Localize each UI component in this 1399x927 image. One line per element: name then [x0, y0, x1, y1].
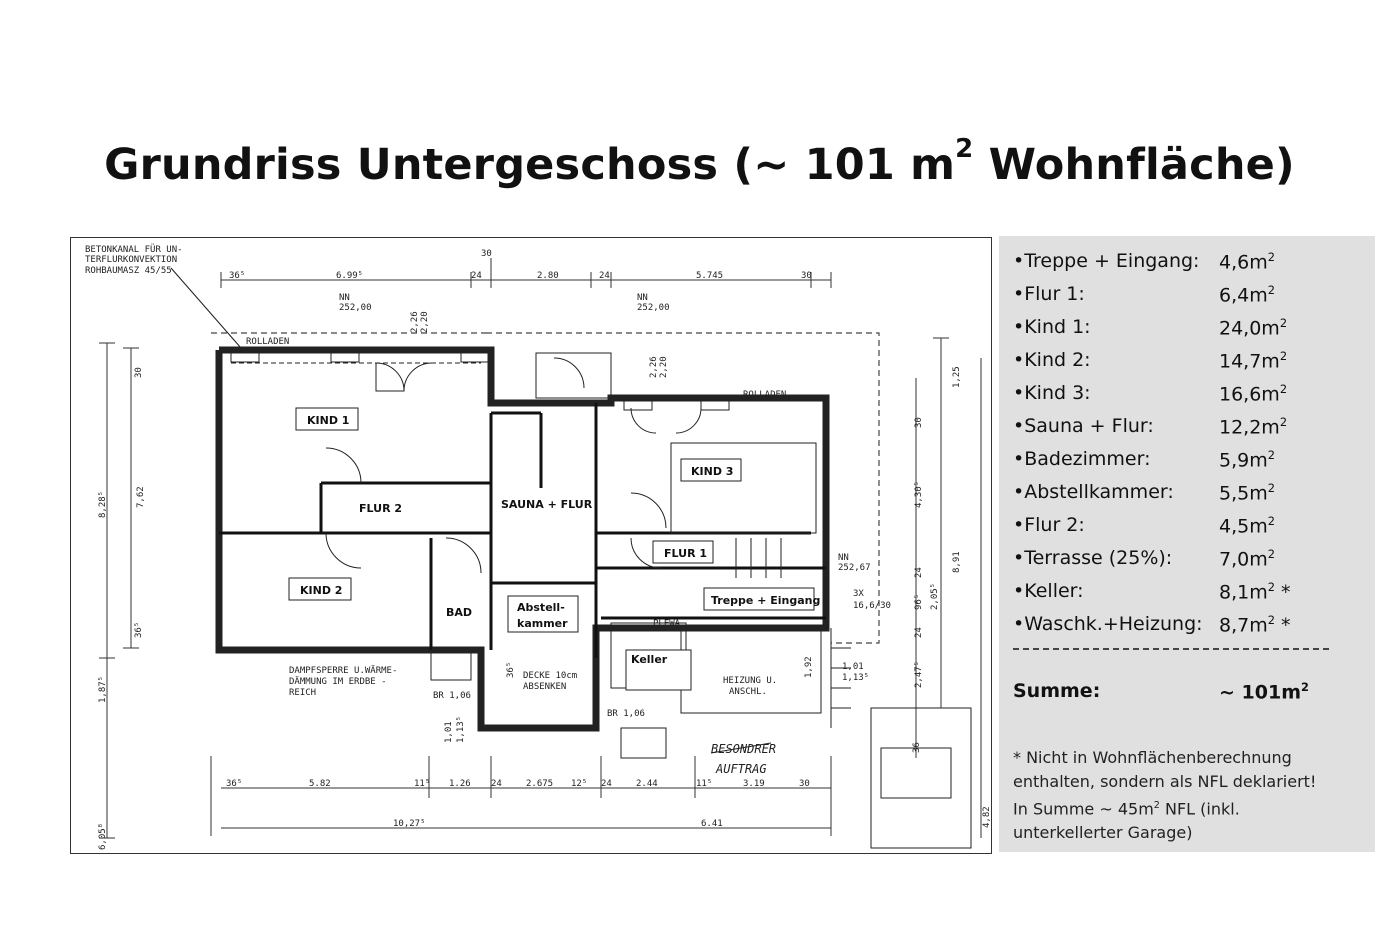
dim-right-7: 2,05⁵ — [930, 583, 940, 610]
rolladen-label-1: ROLLADEN — [246, 337, 289, 347]
dim-top-4: 2.80 — [537, 271, 559, 281]
room-sauna-flur: SAUNA + FLUR — [501, 498, 593, 511]
dim-bottom-10: 11⁵ — [696, 779, 712, 789]
heizung-note-1: HEIZUNG U. — [723, 676, 777, 686]
dim-right-11: 4,82 — [982, 806, 991, 828]
area-panel: •Treppe + Eingang:4,6m2 •Flur 1:6,4m2 •K… — [999, 236, 1375, 852]
dim-right-8: 24 — [914, 627, 924, 638]
plan-note-1: BETONKANAL FÜR UN- — [85, 244, 183, 255]
dim-misc-10: 36⁵ — [506, 662, 516, 678]
dim-misc-1: 2,26 — [410, 311, 420, 333]
dim-bottom-8: 24 — [601, 779, 612, 789]
nn-label-2: NN — [637, 293, 648, 303]
room-kind3: KIND 3 — [691, 465, 733, 478]
dim-bottom-6: 2.675 — [526, 779, 553, 789]
room-kind1: KIND 1 — [307, 414, 349, 427]
dampf-note-3: REICH — [289, 688, 316, 698]
floor-plan: BETONKANAL FÜR UN- TERFLURKONVEKTION ROH… — [70, 237, 992, 854]
dim-right-1: 1,25 — [952, 366, 962, 388]
heizung-note-2: ANSCHL. — [729, 687, 767, 697]
dim-top-2: 6.99⁵ — [336, 271, 363, 281]
room-kind2: KIND 2 — [300, 584, 342, 597]
br-label-1: BR 1,06 — [433, 691, 471, 701]
stair-label-2: 16,6/30 — [853, 601, 891, 611]
room-bad: BAD — [446, 606, 472, 619]
room-flur1: FLUR 1 — [664, 547, 707, 560]
dim-top-8: 30 — [481, 249, 492, 259]
nn-value-1: 252,00 — [339, 303, 372, 313]
dim-misc-5: 1,01 — [444, 721, 454, 743]
dim-left-1: 30 — [134, 367, 144, 378]
dim-misc-7: 1,01 — [842, 662, 864, 672]
dim-left-4: 36⁵ — [134, 622, 144, 638]
dim-bottom-1: 36⁵ — [226, 779, 242, 789]
dim-bottom-12: 30 — [799, 779, 810, 789]
dim-right-10: 36 — [912, 742, 922, 753]
dim-misc-6: 1,13⁵ — [456, 716, 466, 743]
dim-bottom-5: 24 — [491, 779, 502, 789]
stair-label: 3X — [853, 589, 864, 599]
handwritten-note-1: BESONDRER — [711, 742, 776, 756]
page-title: Grundriss Untergeschoss (~ 101 m2 Wohnfl… — [104, 134, 1295, 190]
dim-bottom-3: 11⁵ — [414, 779, 430, 789]
room-treppe-eingang: Treppe + Eingang — [711, 594, 820, 607]
dim-top-6: 5.745 — [696, 271, 723, 281]
dim-right-5: 24 — [914, 567, 924, 578]
dim-right-4: 8,91 — [952, 551, 962, 573]
room-flur2: FLUR 2 — [359, 502, 402, 515]
decke-note-2: ABSENKEN — [523, 682, 566, 692]
floor-plan-drawing: BETONKANAL FÜR UN- TERFLURKONVEKTION ROH… — [85, 244, 991, 850]
dampf-note-1: DAMPFSPERRE U.WÄRME- — [289, 665, 397, 676]
dim-left-5: 1,87⁵ — [98, 676, 108, 703]
dim-bottom-4: 1.26 — [449, 779, 471, 789]
handwritten-note-2: AUFTRAG — [715, 762, 767, 776]
dim-misc-3: 2,26 — [649, 356, 659, 378]
dim-right-3: 4,30⁵ — [914, 481, 924, 508]
plan-note-3: ROHBAUMASZ 45/55 — [85, 266, 172, 276]
room-keller: Keller — [631, 653, 668, 666]
nn-value-3: 252,67 — [838, 563, 871, 573]
rolladen-label-2: ROLLADEN — [743, 390, 786, 400]
dim-top-7: 30 — [801, 271, 812, 281]
dim-right-6: 96⁵ — [914, 594, 924, 610]
decke-note-1: DECKE 10cm — [523, 671, 577, 681]
dampf-note-2: DÄMMUNG IM ERDBE - — [289, 676, 387, 687]
nn-label-3: NN — [838, 553, 849, 563]
room-abstell-2: kammer — [517, 617, 568, 630]
room-abstell-1: Abstell- — [517, 601, 565, 614]
dim-right-9: 2,47⁵ — [914, 661, 924, 688]
dim-bottom-11: 3.19 — [743, 779, 765, 789]
dim-top-3: 24 — [471, 271, 482, 281]
dim-bottom-9: 2.44 — [636, 779, 658, 789]
dim-bottom-2: 5.82 — [309, 779, 331, 789]
divider — [1013, 648, 1329, 650]
dim-left-3: 7,62 — [136, 486, 146, 508]
dim-left-6: 6,05⁸ — [98, 823, 108, 850]
dim-misc-4: 2,20 — [659, 356, 669, 378]
nn-value-2: 252,00 — [637, 303, 670, 313]
dim-top-5: 24 — [599, 271, 610, 281]
area-sum: Summe:~ 101m2 — [1013, 680, 1309, 704]
plan-note-2: TERFLURKONVEKTION — [85, 255, 177, 265]
plewa-label: PLEWA — [653, 619, 681, 629]
dim-misc-2: 2,20 — [420, 311, 430, 333]
br-label-2: BR 1,06 — [607, 709, 645, 719]
dim-bottom-total-2: 6.41 — [701, 819, 723, 829]
footnote: * Nicht in Wohnflächenberechnung enthalt… — [1013, 748, 1317, 843]
dim-top-1: 36⁵ — [229, 271, 245, 281]
dim-right-2: 30 — [914, 417, 924, 428]
dim-left-2: 8,28⁵ — [98, 491, 108, 518]
dim-bottom-7: 12⁵ — [571, 779, 587, 789]
dim-misc-9: 1,92 — [804, 656, 814, 678]
dim-misc-8: 1,13⁵ — [842, 673, 869, 683]
nn-label-1: NN — [339, 293, 350, 303]
dim-bottom-total-1: 10,27⁵ — [393, 819, 426, 829]
